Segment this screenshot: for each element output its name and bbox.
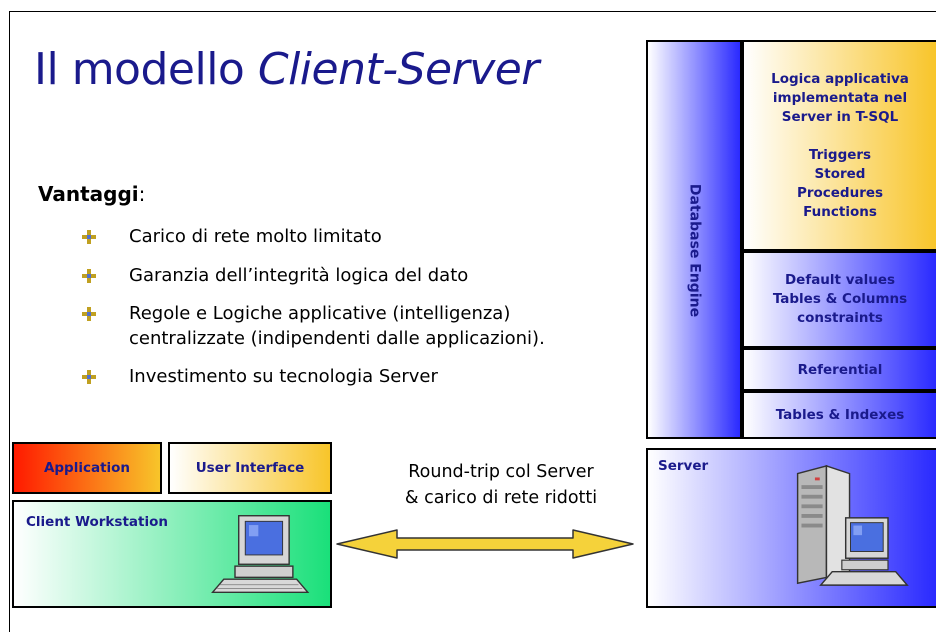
list-item-text: Investimento su tecnologia Server [129, 366, 438, 387]
advantages-heading-text: Vantaggi [38, 182, 139, 206]
arrow-caption-line2: & carico di rete ridotti [404, 488, 598, 508]
arrow-caption-line1: Round-trip col Server [408, 462, 594, 482]
plus-bullet-icon [82, 370, 96, 384]
list-item-text: Garanzia dell’integrità logica del dato [129, 264, 469, 286]
list-item: Regole e Logiche applicative (intelligen… [82, 302, 602, 351]
title-emphasis: Client-Server [257, 44, 540, 95]
logic-layer-items: Triggers Stored Procedures Functions [796, 146, 884, 220]
referential-layer: Referential [742, 348, 936, 391]
slide-title: Il modello Client-Server [34, 44, 539, 95]
slide-frame [9, 11, 936, 632]
list-item-text: Regole e Logiche applicative (intelligen… [129, 303, 545, 349]
application-label: Application [43, 460, 131, 476]
plus-bullet-icon [82, 307, 96, 321]
advantages-list: Carico di rete molto limitato Garanzia d… [82, 225, 602, 413]
arrow-caption: Round-trip col Server & carico di rete r… [361, 459, 641, 511]
database-engine-label: Database Engine [686, 183, 703, 318]
advantages-heading: Vantaggi: [38, 182, 145, 206]
referential-layer-text: Referential [797, 361, 883, 378]
server-computer-icon [796, 464, 909, 586]
desktop-computer-icon [211, 515, 310, 593]
list-item: Garanzia dell’integrità logica del dato [82, 264, 602, 289]
client-workstation-box: Client Workstation [12, 500, 332, 608]
advantages-heading-suffix: : [138, 182, 146, 206]
database-engine-panel: Database Engine [646, 40, 742, 439]
tables-layer: Tables & Indexes [742, 391, 936, 439]
list-item: Carico di rete molto limitato [82, 225, 602, 250]
plus-bullet-icon [82, 268, 96, 283]
client-workstation-label: Client Workstation [26, 514, 168, 530]
double-arrow-icon [336, 529, 634, 559]
defaults-layer: Default values Tables & Columns constrai… [742, 251, 936, 348]
logic-layer: Logica applicativa implementata nel Serv… [742, 40, 936, 251]
server-label: Server [658, 458, 709, 474]
title-prefix: Il modello [34, 44, 245, 95]
tables-layer-text: Tables & Indexes [775, 407, 905, 423]
defaults-layer-text: Default values Tables & Columns constrai… [772, 272, 908, 326]
user-interface-label: User Interface [195, 460, 305, 476]
list-item: Investimento su tecnologia Server [82, 365, 602, 390]
plus-bullet-icon [82, 230, 96, 244]
user-interface-box: User Interface [168, 442, 332, 494]
logic-layer-title: Logica applicativa implementata nel Serv… [771, 70, 909, 125]
list-item-text: Carico di rete molto limitato [129, 226, 382, 247]
server-box: Server [646, 448, 936, 608]
application-box: Application [12, 442, 162, 494]
